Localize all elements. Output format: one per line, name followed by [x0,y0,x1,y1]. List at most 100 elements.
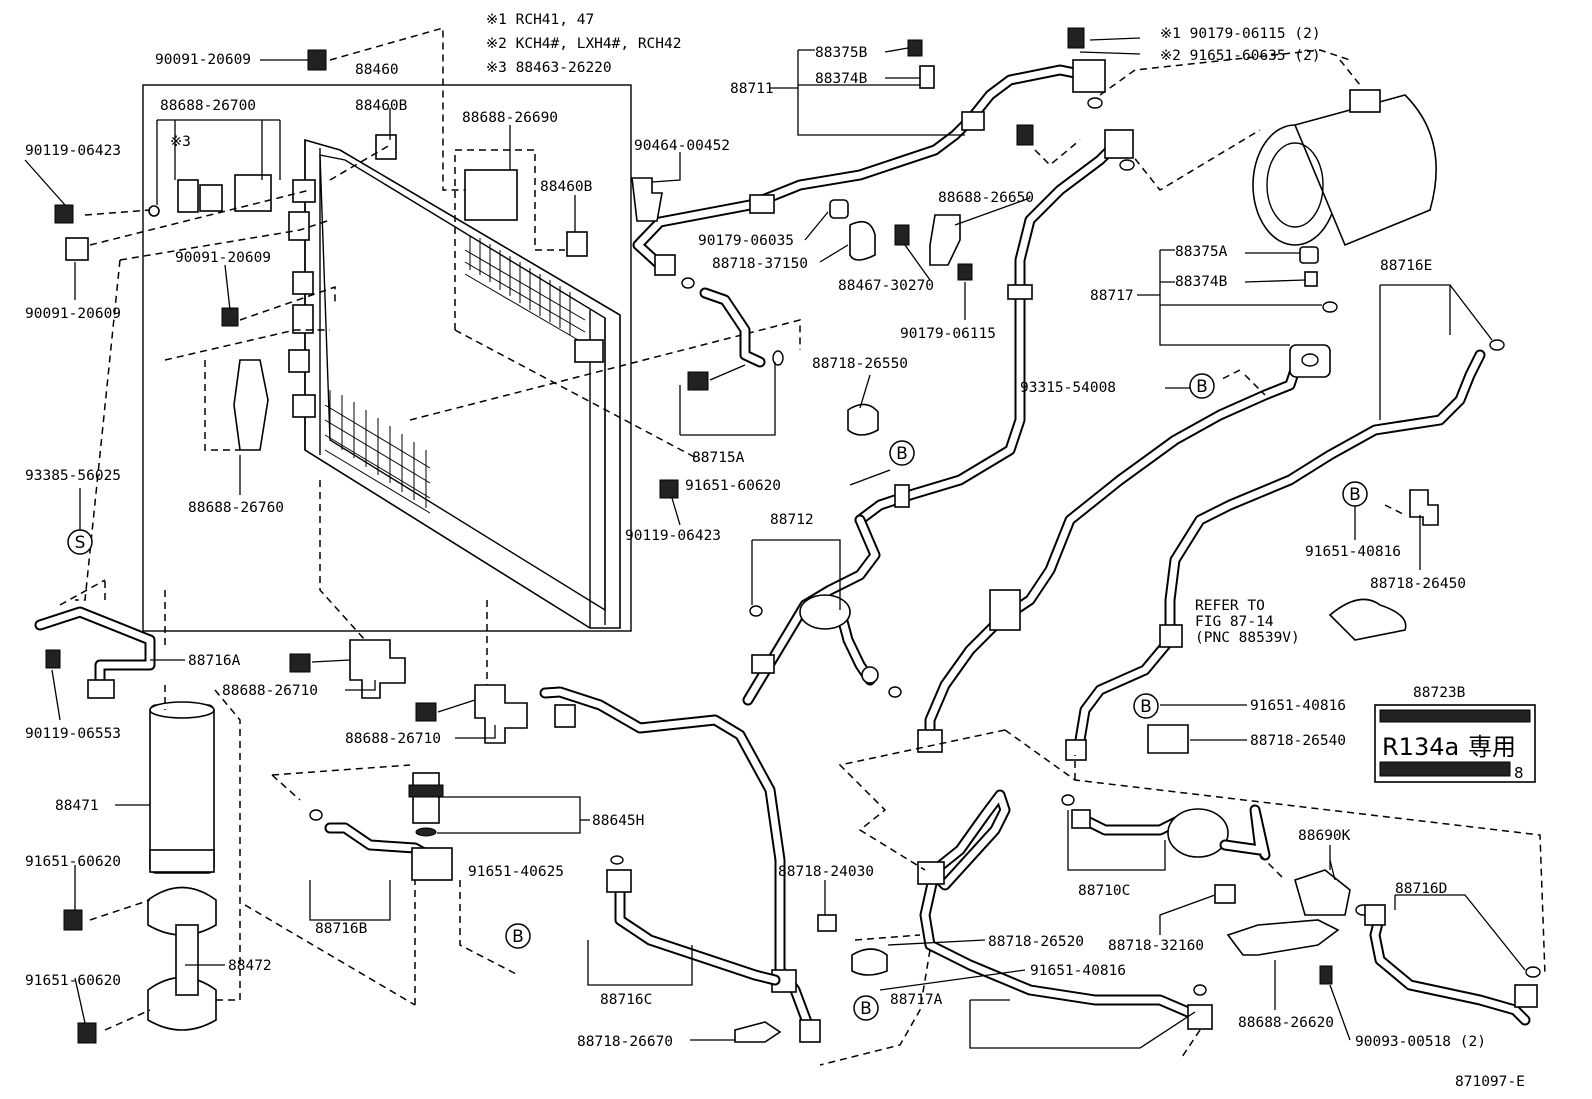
label-91651-40816-a: 91651-40816 [1305,544,1401,560]
label-90179-06035: 90179-06035 [698,233,794,249]
label-88717a: 88717A [890,992,943,1008]
condenser-group-frame [142,84,632,632]
label-88375a: 88375A [1175,244,1228,260]
bracket-88460b-b [566,231,588,257]
refrigerant-code-digit: 8 [1514,764,1524,782]
bolt-note-1: ※1 90179-06115 (2) [1160,26,1321,42]
label-88710c: 88710C [1078,883,1130,899]
hose-suction-lower [917,344,1331,753]
parts-top-middle [631,27,1085,281]
label-88712: 88712 [770,512,814,528]
condenser-core [304,138,621,629]
small-parts-lower-center [734,914,888,1043]
circle-mark-b-1: B [1189,373,1215,399]
label-90119-06553: 90119-06553 [25,726,121,742]
bolt-note-2: ※2 91651-60635 (2) [1160,48,1321,64]
label-88460: 88460 [355,62,399,78]
label-91651-60620-a: 91651-60620 [25,854,121,870]
condenser-brackets [177,134,604,451]
clip-90464-00452 [631,177,663,222]
label-90119-06423-b: 90119-06423 [625,528,721,544]
ref-part-88539v [1328,598,1407,641]
pipe-88716b [309,809,453,881]
label-88716c: 88716C [600,992,652,1008]
label-88471: 88471 [55,798,99,814]
label-88688-26710-b: 88688-26710 [345,731,441,747]
clamp-88718-24030 [817,914,837,932]
label-88718-26450: 88718-26450 [1370,576,1466,592]
pressure-switch-88645h [408,772,444,837]
figure-number: 871097-E [1455,1074,1525,1090]
label-90091-20609-left: 90091-20609 [25,306,121,322]
circle-mark-b-4: B [1133,693,1159,719]
label-88718-37150: 88718-37150 [712,256,808,272]
label-88688-26620: 88688-26620 [1238,1015,1334,1031]
bracket-88688-26760 [233,359,269,451]
label-88374b-a: 88374B [815,71,868,87]
label-88716a: 88716A [188,653,241,669]
circle-mark-b-6: B [853,995,879,1021]
svg-text:B: B [860,999,872,1019]
label-88718-26550: 88718-26550 [812,356,908,372]
label-88718-26520: 88718-26520 [988,934,1084,950]
clamp-88718-37150 [849,220,876,261]
pipe-88716c-short [606,855,821,1043]
note-3: ※3 88463-26220 [486,60,612,76]
label-88715a: 88715A [692,450,745,466]
label-91651-40625: 91651-40625 [468,864,564,880]
hose-88712 [742,514,902,706]
expansion-valve [1167,808,1229,858]
svg-text:B: B [1140,697,1152,717]
circle-mark-b-2: B [889,440,915,466]
label-refer-line-1: REFER TO [1195,598,1265,614]
label-88717: 88717 [1090,288,1134,304]
label-88688-26650: 88688-26650 [938,190,1034,206]
circle-mark-b-3: B [1342,481,1368,507]
refrigerant-label-88723b: R134a 専用 8 [1374,704,1536,783]
label-91651-60620-b: 91651-60620 [25,973,121,989]
label-88688-26690: 88688-26690 [462,110,558,126]
drier-cylinder-88471 [149,704,215,874]
label-88716b: 88716B [315,921,368,937]
dashed-leaders-left [75,27,801,690]
label-88688-26760: 88688-26760 [188,500,284,516]
label-88460b-a: 88460B [355,98,408,114]
label-88688-26700: 88688-26700 [160,98,256,114]
receiver-drier [34,579,241,1044]
parts-88690k-area [1214,859,1371,985]
label-88460b-b: 88460B [540,179,593,195]
pipe-88710c [1061,794,1271,861]
label-88645h: 88645H [592,813,644,829]
label-90119-06423-a: 90119-06423 [25,143,121,159]
pipe-88716d [1364,904,1541,1026]
svg-text:B: B [896,444,908,464]
svg-text:B: B [1196,377,1208,397]
bracket-88472-lower [147,976,217,1031]
label-88374b-b: 88374B [1175,274,1228,290]
pipe-88716c-long [539,686,816,1036]
parts-right-middle [659,246,1439,754]
svg-text:S: S [75,533,86,553]
clamp-88718-26450 [1409,489,1439,526]
label-88723b: 88723B [1413,685,1466,701]
bracket-88688-26620 [1226,919,1340,956]
label-90091-20609-top: 90091-20609 [155,52,251,68]
bolts-top-left [54,49,327,327]
brackets-88688-26710 [289,639,528,744]
compressor [1034,49,1437,247]
refrigerant-exclusive: 専用 [1468,733,1516,761]
clamp-88718-26520 [851,948,888,976]
label-88467-30270: 88467-30270 [838,278,934,294]
refrigerant-type: R134a [1382,733,1459,761]
part-labels: 90091-20609 88460 88688-26700 88460B 886… [25,45,1525,1090]
label-88718-32160: 88718-32160 [1108,938,1204,954]
label-93315-54008: 93315-54008 [1020,380,1116,396]
dashed-leaders-right [819,369,1546,1066]
label-leaders [24,37,1526,1049]
hose-88711 [632,59,1106,289]
bracket-88688-26690 [464,169,518,221]
pipe-88715a [687,287,784,391]
bracket-88688-26700 [234,174,272,212]
label-90179-06115: 90179-06115 [900,326,996,342]
